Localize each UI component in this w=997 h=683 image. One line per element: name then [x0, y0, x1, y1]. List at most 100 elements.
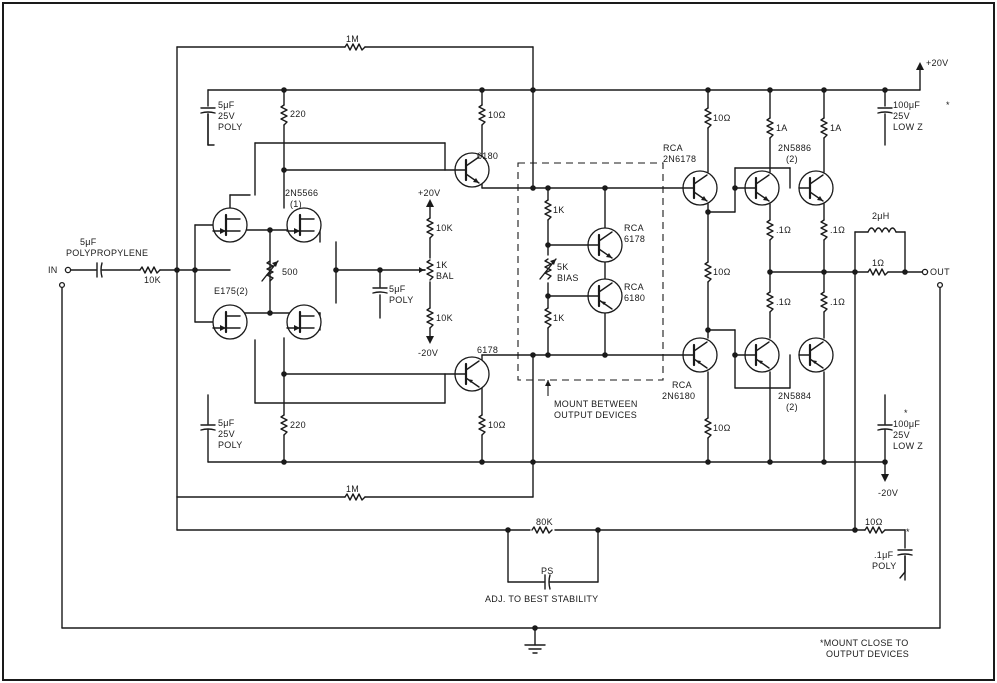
- output-driver-lower-label-2: 2N6180: [662, 391, 695, 401]
- bias-q-lower-label-1: RCA: [624, 282, 644, 292]
- balance-lower-resistor: [426, 307, 434, 329]
- footnote-line-1: *MOUNT CLOSE TO: [820, 638, 909, 648]
- snubber-resistor: [864, 526, 886, 534]
- output-driver-lower: [681, 336, 719, 374]
- balance-cap-label-1: 5μF: [389, 284, 406, 294]
- balance-neg-label: -20V: [418, 348, 438, 358]
- out-lower-collector-r-label: 10Ω: [713, 423, 731, 433]
- output-upper-pair-label-1: 2N5886: [778, 143, 811, 153]
- output-lower-collector-resistor: [704, 417, 712, 439]
- output-series-r-label: 1Ω: [872, 258, 884, 268]
- wiring: [61, 46, 941, 646]
- balance-pot-label-1: 1K: [436, 260, 448, 270]
- neg-supply-bypass-capacitor: [877, 424, 893, 431]
- fuse-1-label: 1A: [776, 123, 788, 133]
- fet-upper-note: (1): [290, 199, 302, 209]
- bias-upper-resistor: [544, 199, 552, 221]
- pos-bypass-mark: *: [946, 100, 950, 110]
- bias-q-lower-label-2: 6180: [624, 293, 645, 303]
- driver-upper-emitter-label: 10Ω: [488, 110, 506, 120]
- balance-pos-label: +20V: [418, 188, 440, 198]
- upper-bypass-capacitor: [200, 107, 216, 114]
- inductor-label: 2μH: [872, 211, 890, 221]
- bias-upper-r-label: 1K: [553, 205, 565, 215]
- fet-upper-label: 2N5566: [285, 188, 318, 198]
- lower-cap-label-2: 25V: [218, 429, 235, 439]
- input-cap-type-label: POLYPROPYLENE: [66, 248, 148, 258]
- footnote-line-2: OUTPUT DEVICES: [826, 649, 909, 659]
- neg-rail-arrow-icon: [881, 474, 889, 482]
- stability-resistor: [531, 526, 553, 534]
- output-power-upper-1: [743, 169, 781, 207]
- bias-lower-r-label: 1K: [553, 313, 565, 323]
- pos-bypass-label-3: LOW Z: [893, 122, 923, 132]
- resistors: [139, 43, 889, 534]
- snubber-cap-label-1: .1μF: [874, 550, 894, 560]
- emitter-resistor-lower-1: [766, 291, 774, 313]
- output-power-lower-1: [743, 336, 781, 374]
- feedback-resistor-upper: [344, 43, 366, 51]
- pos-rail-arrow-icon: [916, 62, 924, 70]
- bias-q-upper-label-2: 6178: [624, 234, 645, 244]
- pos-rail-label: +20V: [926, 58, 948, 68]
- labels: 1M 1M +20V -20V IN 5μF POLYPROPYLENE 10K…: [48, 34, 950, 659]
- balance-pos-arrow-icon: [426, 199, 434, 207]
- input-coupling-capacitor: [96, 262, 103, 278]
- snubber-mark: *: [906, 527, 910, 537]
- driver-lower-label: 6178: [477, 345, 498, 355]
- bias-pot: [539, 258, 557, 280]
- stability-note: ADJ. TO BEST STABILITY: [485, 594, 598, 604]
- upper-cap-label-1: 5μF: [218, 100, 235, 110]
- input-label: IN: [48, 265, 58, 275]
- output-upper-pair-label-2: (2): [786, 154, 798, 164]
- fet-lower-label: E175(2): [214, 286, 248, 296]
- input-terminal[interactable]: [64, 266, 72, 274]
- upper-cap-label-3: POLY: [218, 122, 243, 132]
- output-terminal[interactable]: [921, 268, 929, 276]
- input-fet-lower-left: [211, 303, 249, 341]
- bias-network-enclosure: [517, 162, 664, 381]
- upper-driver-emitter-resistor: [478, 104, 486, 126]
- neg-rail-label: -20V: [878, 488, 898, 498]
- balance-upper-resistor: [426, 217, 434, 239]
- ground-icon: [524, 644, 546, 654]
- fuse-resistor-2: [820, 117, 828, 139]
- emitter-upper-2-label: .1Ω: [830, 225, 845, 235]
- emitter-resistor-upper-1: [766, 219, 774, 241]
- output-mid-resistor: [704, 261, 712, 283]
- bias-transistor-lower: [586, 277, 624, 315]
- input-cap-label: 5μF: [80, 237, 97, 247]
- bias-note-line-1: MOUNT BETWEEN: [554, 399, 638, 409]
- output-driver-upper-label-1: RCA: [663, 143, 683, 153]
- junctions: [174, 87, 908, 631]
- lower-cap-label-3: POLY: [218, 440, 243, 450]
- input-resistor: [139, 266, 161, 274]
- emitter-resistor-lower-2: [820, 291, 828, 313]
- bias-q-upper-label-1: RCA: [624, 223, 644, 233]
- bias-transistor-upper: [586, 226, 624, 264]
- emitter-resistor-upper-2: [820, 219, 828, 241]
- neg-bypass-label-1: 100μF: [893, 419, 920, 429]
- input-resistor-label: 10K: [144, 275, 161, 285]
- capacitors: [96, 107, 913, 590]
- out-mid-r-label: 10Ω: [713, 267, 731, 277]
- neg-bypass-label-2: 25V: [893, 430, 910, 440]
- out-upper-collector-r-label: 10Ω: [713, 113, 731, 123]
- upper-load-resistor: [280, 104, 288, 126]
- potentiometers: [261, 258, 557, 282]
- emitter-upper-1-label: .1Ω: [776, 225, 791, 235]
- pos-bypass-label-1: 100μF: [893, 100, 920, 110]
- snubber-r-label: 10Ω: [865, 517, 883, 527]
- neg-bypass-mark: *: [904, 408, 908, 418]
- input-fet-upper-right: [285, 206, 323, 244]
- emitter-lower-2-label: .1Ω: [830, 297, 845, 307]
- emitter-lower-1-label: .1Ω: [776, 297, 791, 307]
- fuse-2-label: 1A: [830, 123, 842, 133]
- feedback-resistor-lower: [344, 493, 366, 501]
- stability-r-label: 80K: [536, 517, 553, 527]
- lower-load-resistor: [280, 414, 288, 436]
- output-driver-upper: [681, 169, 719, 207]
- driver-transistor-lower: [453, 355, 491, 393]
